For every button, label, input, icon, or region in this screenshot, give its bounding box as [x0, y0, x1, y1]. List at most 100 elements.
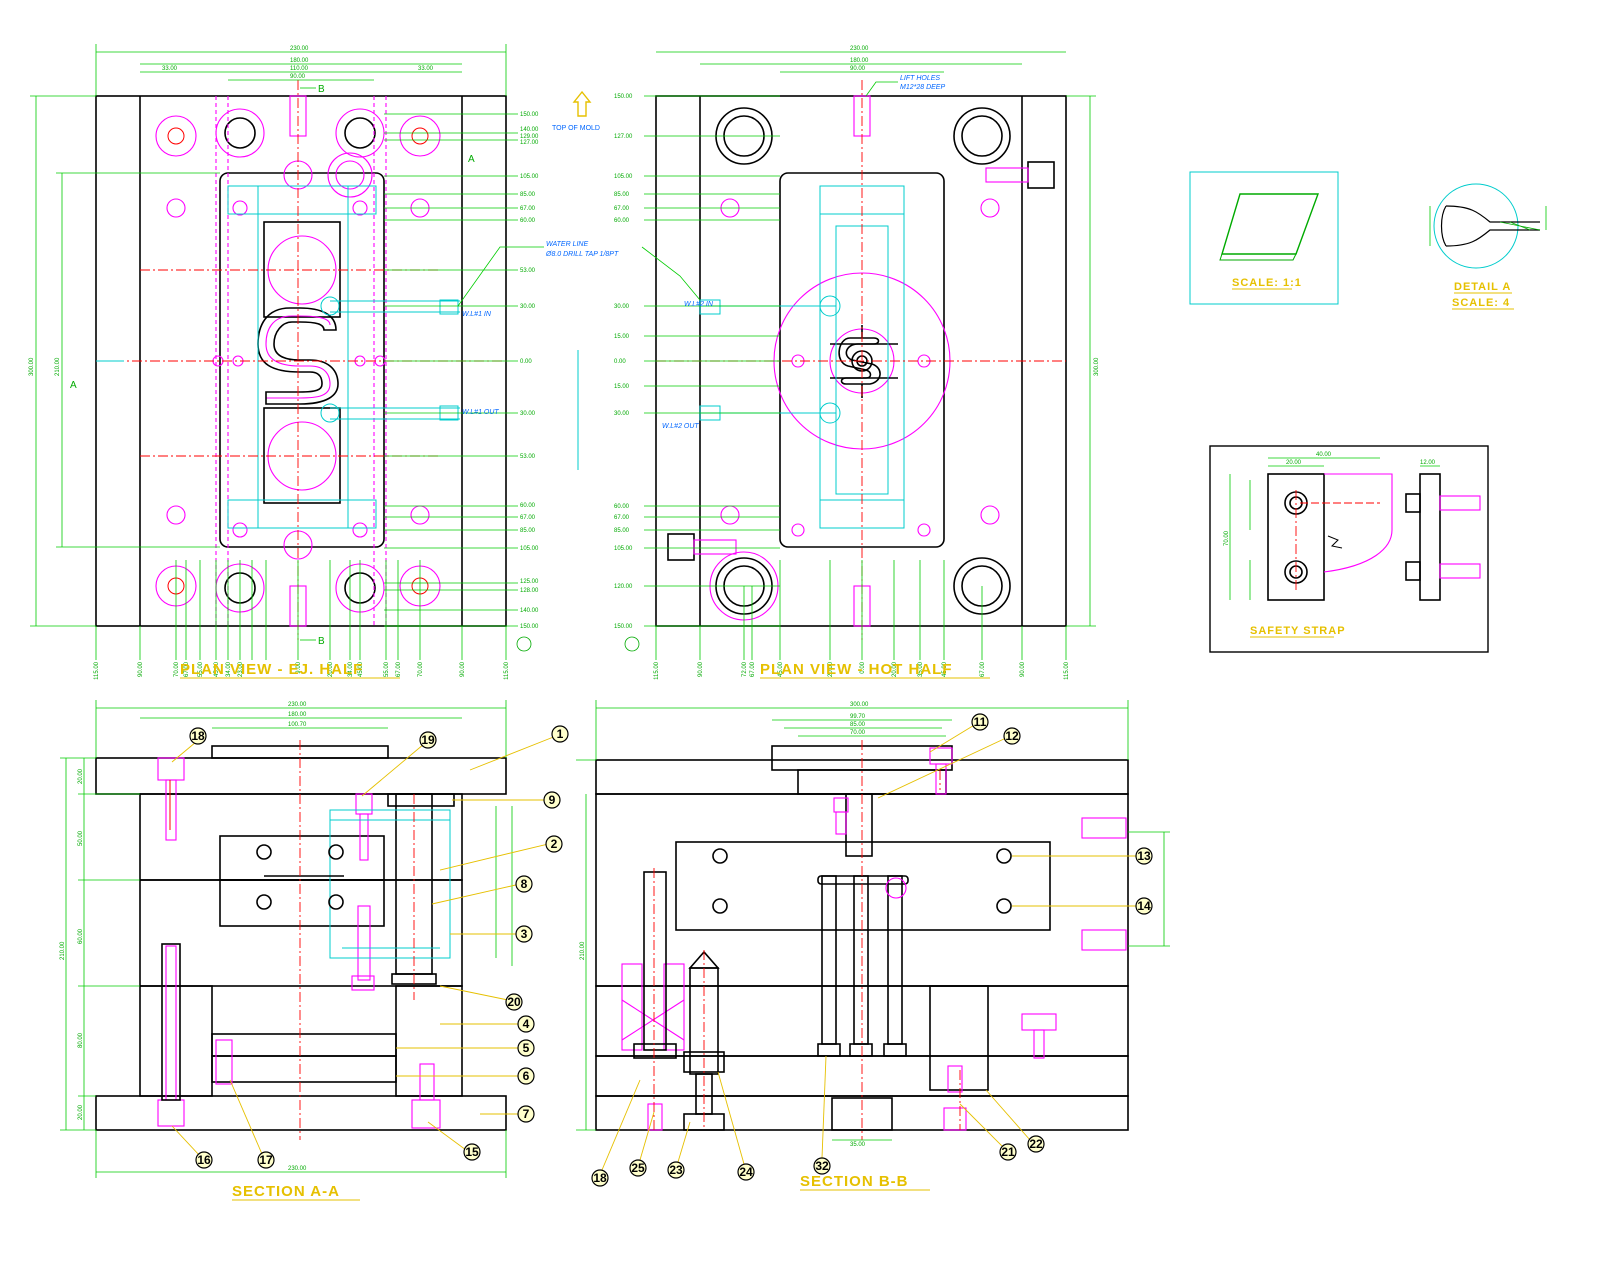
ej-insert-bottom	[263, 407, 341, 504]
ej-dim-110: 110.00	[290, 66, 309, 72]
svg-text:70.00: 70.00	[174, 661, 180, 677]
svg-text:129.00: 129.00	[520, 134, 539, 140]
svg-text:20.00: 20.00	[328, 661, 334, 677]
sa-bottom-clamp-plate	[95, 1095, 507, 1131]
svg-text:30.00: 30.00	[520, 304, 536, 310]
sa-balloons: 1 9 2 8 3 20 4 5 6 7 18 19 16 1	[171, 725, 569, 1169]
safety-strap: 40.00 20.00 12.00 70.00 SAFETY STRAP	[1209, 445, 1489, 653]
ej-right-labels: 150.00 140.00 129.00 127.00 105.00 85.00…	[520, 112, 539, 630]
hot-dim-height: 300.00	[1094, 357, 1100, 376]
ej-part-profile	[265, 315, 331, 399]
sa-dim-total: 210.00	[60, 941, 66, 960]
scale-part-icon	[1221, 193, 1320, 255]
ej-cut-a-right: A	[468, 154, 475, 165]
svg-text:105.00: 105.00	[520, 174, 539, 180]
svg-text:0.00: 0.00	[860, 661, 866, 673]
title-plan-view-ej-half: PLAN VIEW - EJ. HALF	[180, 661, 363, 678]
svg-text:18: 18	[593, 1171, 607, 1185]
svg-text:32: 32	[815, 1159, 829, 1173]
svg-text:9: 9	[549, 793, 556, 807]
svg-text:19: 19	[421, 733, 435, 747]
sa-dim-180: 180.00	[288, 712, 307, 718]
svg-text:16: 16	[197, 1153, 211, 1167]
svg-text:60.00: 60.00	[78, 928, 84, 944]
svg-text:67.00: 67.00	[614, 515, 630, 521]
svg-text:60.00: 60.00	[520, 218, 536, 224]
strap-dim-40: 40.00	[1316, 452, 1332, 458]
hot-bottom-ordinates	[655, 560, 1067, 660]
svg-text:55.00: 55.00	[384, 661, 390, 677]
svg-text:24: 24	[739, 1165, 753, 1179]
hot-bottom-labels: 115.00 90.00 72.00 67.00 45.00 20.00 0.0…	[654, 661, 1070, 680]
svg-text:30.00: 30.00	[520, 411, 536, 417]
hot-dim-230: 230.00	[850, 46, 869, 52]
svg-text:18: 18	[191, 729, 205, 743]
top-of-mold-arrow-icon	[572, 90, 592, 117]
svg-text:105.00: 105.00	[614, 546, 633, 552]
svg-text:45.00: 45.00	[778, 661, 784, 677]
svg-text:17: 17	[259, 1153, 273, 1167]
svg-text:20: 20	[507, 995, 521, 1009]
svg-text:55.00: 55.00	[198, 661, 204, 677]
sb-dim-70: 70.00	[850, 730, 866, 736]
svg-text:20.00: 20.00	[78, 1104, 84, 1120]
safety-strap-label: SAFETY STRAP	[1250, 625, 1346, 637]
section-b-b: 300.00 99.70 85.00 70.00 210.00 35.00 11…	[576, 700, 1170, 1191]
svg-text:90.00: 90.00	[460, 661, 466, 677]
ej-dim-90: 90.00	[290, 74, 306, 80]
svg-text:120.00: 120.00	[614, 584, 633, 590]
ej-bottom-ordinates	[95, 560, 507, 660]
svg-text:127.00: 127.00	[614, 134, 633, 140]
svg-text:85.00: 85.00	[614, 192, 630, 198]
ej-support-plate	[219, 172, 385, 548]
svg-text:0.00: 0.00	[520, 359, 532, 365]
ej-dim-230: 230.00	[290, 46, 309, 52]
sa-dim-100: 100.70	[288, 722, 307, 728]
svg-text:45.00: 45.00	[942, 661, 948, 677]
svg-text:125.00: 125.00	[520, 579, 539, 585]
sb-dim-300: 300.00	[850, 702, 869, 708]
svg-text:11: 11	[974, 715, 987, 729]
svg-text:45.00: 45.00	[358, 661, 364, 677]
svg-text:22: 22	[1029, 1137, 1043, 1151]
svg-text:67.00: 67.00	[750, 661, 756, 677]
svg-text:3: 3	[521, 927, 528, 941]
svg-text:67.00: 67.00	[396, 661, 402, 677]
hot-dim-90: 90.00	[850, 66, 866, 72]
svg-text:67.00: 67.00	[520, 515, 536, 521]
ej-cut-a-left: A	[70, 380, 77, 391]
svg-text:127.00: 127.00	[520, 140, 539, 146]
svg-text:34.00: 34.00	[226, 661, 232, 677]
svg-text:25: 25	[631, 1161, 645, 1175]
svg-text:60.00: 60.00	[614, 218, 630, 224]
svg-text:85.00: 85.00	[520, 192, 536, 198]
svg-text:5: 5	[523, 1041, 530, 1055]
svg-text:6: 6	[523, 1069, 530, 1083]
svg-text:7: 7	[523, 1107, 530, 1121]
ej-insert-top	[263, 221, 341, 318]
svg-text:128.00: 128.00	[520, 588, 539, 594]
detail-a-label: DETAIL A	[1454, 281, 1511, 293]
svg-text:115.00: 115.00	[504, 661, 510, 680]
sa-dim-230-top: 230.00	[288, 702, 307, 708]
ej-cut-b-top: B	[318, 84, 325, 95]
svg-text:105.00: 105.00	[520, 546, 539, 552]
note-water-line-1: WATER LINE	[546, 241, 588, 248]
sb-dim-total: 210.00	[580, 941, 586, 960]
svg-text:45.00: 45.00	[214, 661, 220, 677]
ej-origin-icon	[516, 636, 532, 652]
svg-text:15.00: 15.00	[614, 384, 630, 390]
ej-right-ordinates	[384, 113, 518, 627]
note-wl2-out: W.L#2 OUT	[662, 423, 699, 430]
hot-dim-180: 180.00	[850, 58, 869, 64]
svg-text:115.00: 115.00	[654, 661, 660, 680]
title-plan-view-hot-half: PLAN VIEW - HOT HALF	[760, 661, 953, 678]
title-section-b-b: SECTION B-B	[800, 1173, 909, 1190]
svg-text:140.00: 140.00	[520, 608, 539, 614]
svg-text:60.00: 60.00	[614, 504, 630, 510]
svg-text:80.00: 80.00	[78, 1032, 84, 1048]
svg-text:30.00: 30.00	[614, 411, 630, 417]
svg-text:53.00: 53.00	[520, 454, 536, 460]
note-wl1-out: W.L#1 OUT	[462, 409, 499, 416]
